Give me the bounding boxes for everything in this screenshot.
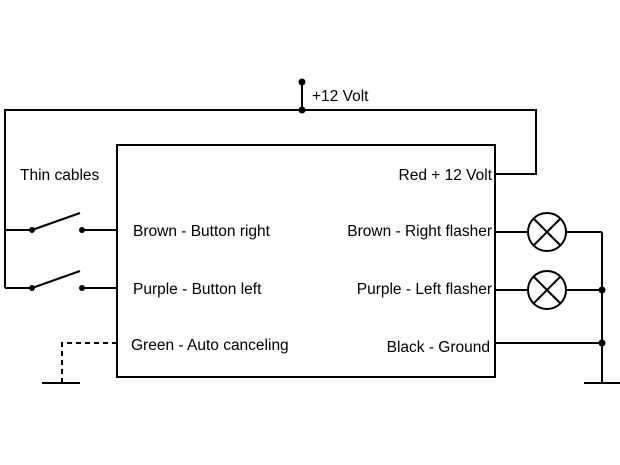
terminal-label-auto-canceling: Green - Auto canceling (131, 337, 289, 354)
control-module-box (116, 144, 496, 378)
lamp-icon (527, 212, 567, 252)
switch-icon (29, 270, 117, 291)
supply-label: +12 Volt (312, 88, 369, 105)
terminal-label-right-flasher: Brown - Right flasher (347, 223, 492, 240)
auto-canceling-wire (61, 342, 117, 382)
terminal-label-button-left: Purple - Button left (133, 281, 262, 298)
terminal-label-left-flasher: Purple - Left flasher (357, 281, 492, 298)
lamp-icon (527, 270, 567, 310)
ground-wire (495, 232, 606, 383)
supply-terminal: +12 Volt (298, 78, 369, 114)
switch-icon (29, 212, 117, 233)
top-bus-wire (4, 109, 537, 289)
thin-cables-label: Thin cables (20, 167, 100, 184)
terminal-label-button-right: Brown - Button right (133, 223, 271, 240)
terminal-label-ground: Black - Ground (387, 339, 490, 356)
terminal-label-red-12v: Red + 12 Volt (399, 167, 493, 184)
